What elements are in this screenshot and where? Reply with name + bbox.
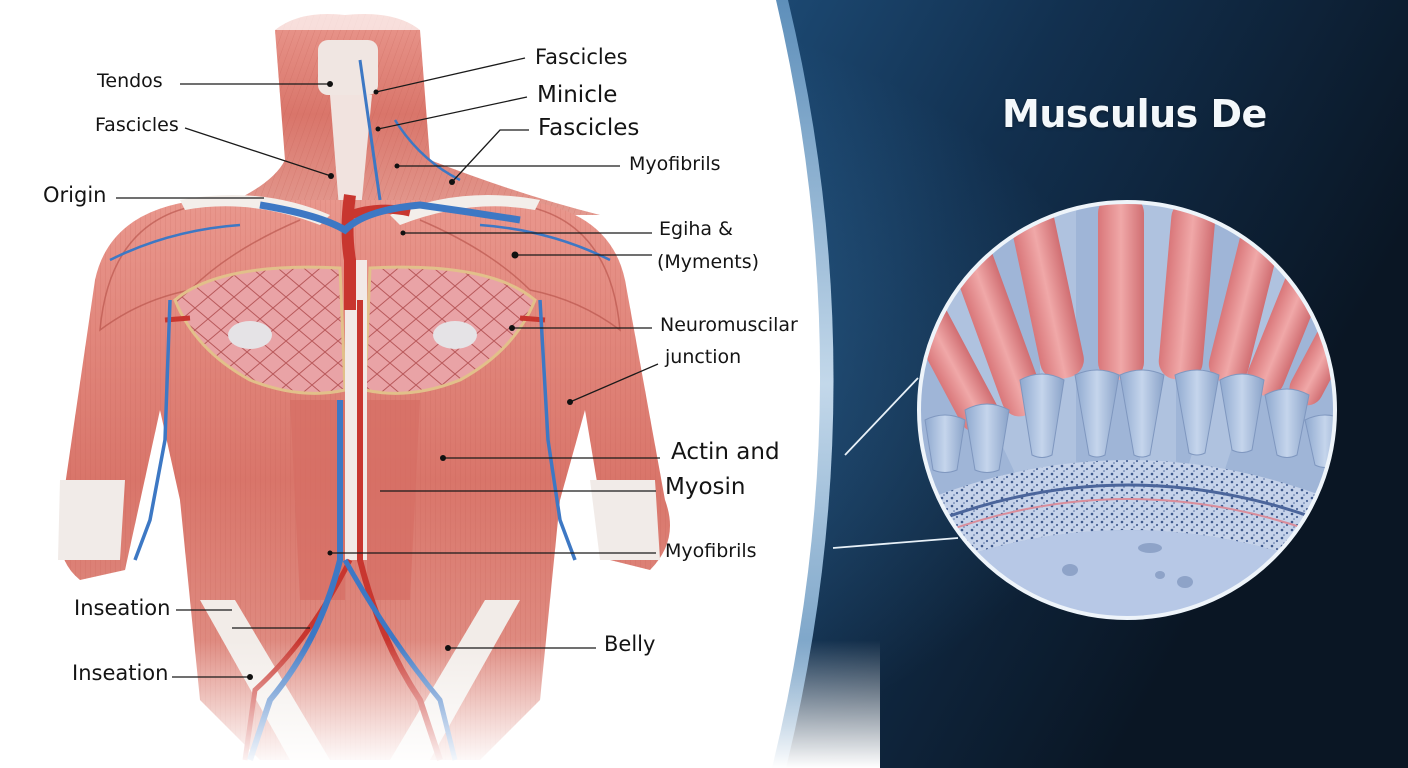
label-inseation-2: Inseation xyxy=(72,661,169,685)
label-tendos: Tendos xyxy=(97,70,163,92)
figure-title: Musculus De xyxy=(1002,92,1267,136)
label-belly: Belly xyxy=(604,632,656,656)
label-actin: Actin and xyxy=(671,439,780,465)
label-myofibrils-bottom: Myofibrils xyxy=(665,540,757,562)
label-myofibrils-top: Myofibrils xyxy=(629,153,721,175)
label-minicle: Minicle xyxy=(537,82,618,108)
label-inseation-1: Inseation xyxy=(74,596,171,620)
label-myments: (Myments) xyxy=(657,251,760,273)
label-origin: Origin xyxy=(43,183,107,207)
label-neuromuscular: Neuromuscilar xyxy=(660,314,798,336)
muscle-torso-illustration xyxy=(0,14,880,768)
label-fascicles-mid: Fascicles xyxy=(538,115,640,141)
label-myosin: Myosin xyxy=(665,474,746,500)
label-fascicles-left: Fascicles xyxy=(95,114,179,136)
leader-lines xyxy=(116,57,660,680)
label-egiha: Egiha & xyxy=(659,218,733,240)
label-fascicles-top: Fascicles xyxy=(535,45,628,69)
label-junction: junction xyxy=(665,346,742,368)
